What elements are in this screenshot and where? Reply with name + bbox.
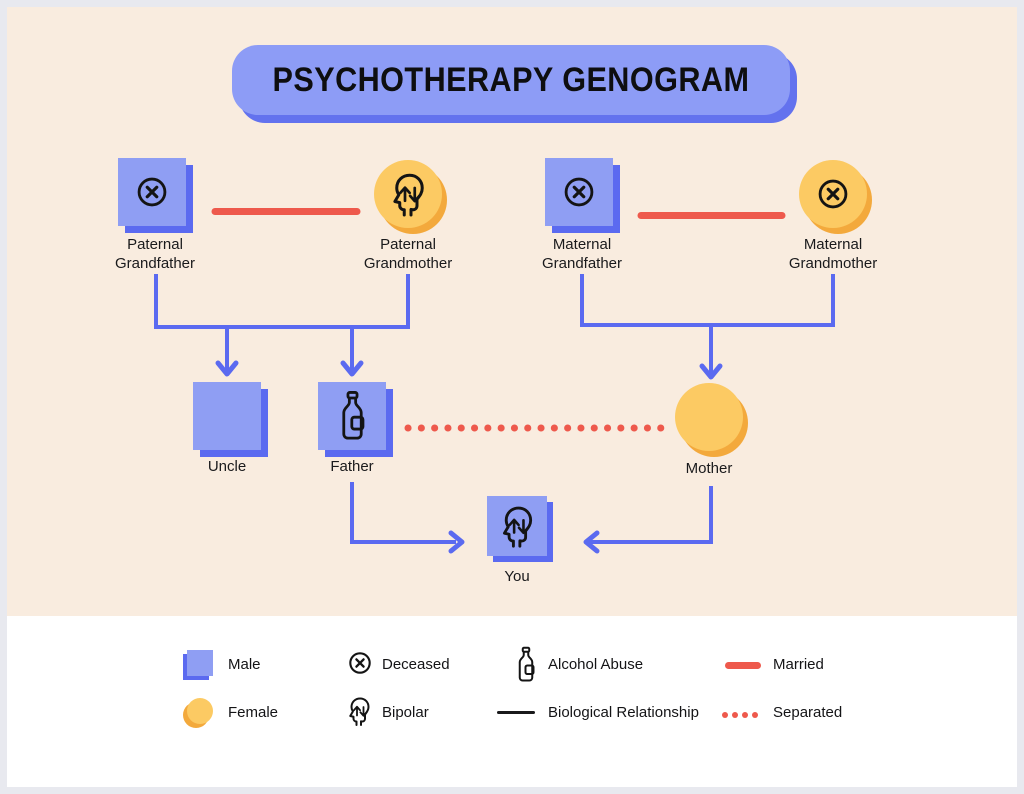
bipolar-icon <box>343 695 375 727</box>
node-label-paternal-grandfather: Paternal Grandfather <box>114 236 196 272</box>
title-banner: PSYCHOTHERAPY GENOGRAM <box>232 45 790 115</box>
node-father <box>318 382 386 450</box>
alcohol-abuse-icon <box>515 646 537 684</box>
node-mother <box>675 383 743 451</box>
legend-label-female: Female <box>228 704 279 721</box>
legend-background <box>7 616 1017 787</box>
node-label-you: You <box>504 568 530 585</box>
node-uncle <box>193 382 261 450</box>
legend-label-separated: Separated <box>773 704 843 721</box>
deceased-icon <box>813 174 853 214</box>
node-paternal-grandfather <box>118 158 186 226</box>
deceased-icon <box>559 172 599 212</box>
legend-label-bipolar: Bipolar <box>382 704 429 721</box>
node-maternal-grandfather <box>545 158 613 226</box>
legend-label-alcohol-abuse: Alcohol Abuse <box>548 656 644 673</box>
male-icon <box>187 650 213 676</box>
node-paternal-grandmother <box>374 160 442 228</box>
node-label-father: Father <box>330 458 374 475</box>
married-icon <box>725 662 761 669</box>
node-label-maternal-grandmother: Maternal Grandmother <box>788 236 878 272</box>
alcohol-abuse-icon <box>337 390 368 443</box>
bipolar-icon <box>384 170 432 218</box>
legend-label-deceased: Deceased <box>382 656 450 673</box>
node-you <box>487 496 547 556</box>
female-icon <box>187 698 213 724</box>
bipolar-icon <box>494 503 540 549</box>
biological-relationship-icon <box>497 711 535 714</box>
node-label-maternal-grandfather: Maternal Grandfather <box>541 236 623 272</box>
page-title: PSYCHOTHERAPY GENOGRAM <box>272 60 750 99</box>
legend-label-biological-relationship: Biological Relationship <box>548 704 699 721</box>
legend-label-male: Male <box>228 656 261 673</box>
legend-label-married: Married <box>773 656 824 673</box>
node-label-mother: Mother <box>685 460 733 477</box>
deceased-icon <box>132 172 172 212</box>
separated-icon <box>722 712 758 718</box>
node-maternal-grandmother <box>799 160 867 228</box>
deceased-icon <box>345 648 375 678</box>
node-label-uncle: Uncle <box>207 458 247 475</box>
node-label-paternal-grandmother: Paternal Grandmother <box>363 236 453 272</box>
